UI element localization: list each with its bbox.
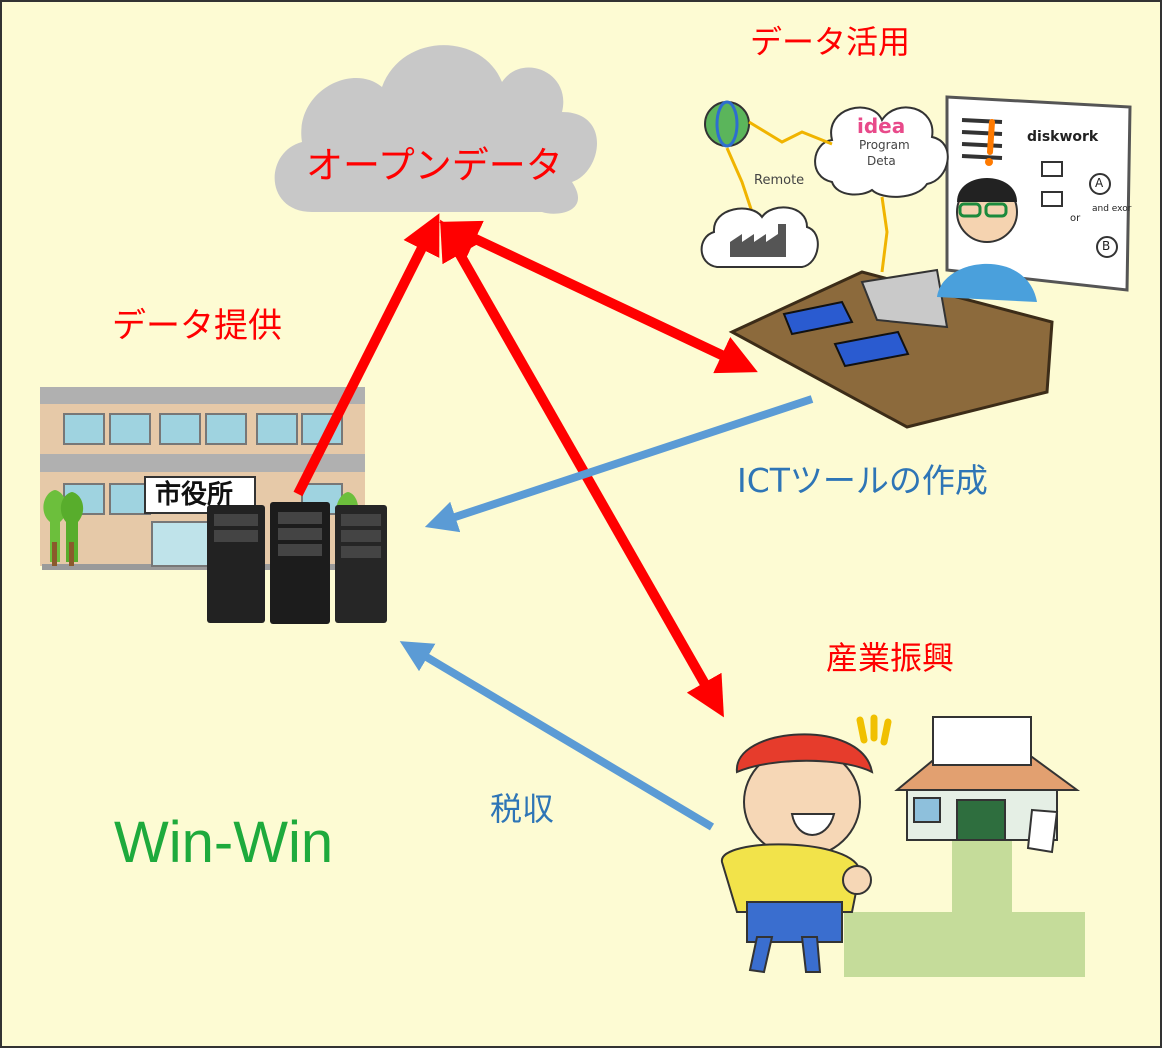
- idea-text: idea: [857, 114, 906, 138]
- node-b-text: B: [1102, 239, 1111, 253]
- shop-icon: [844, 716, 1085, 977]
- tax-arrow: [399, 641, 715, 831]
- data-use-label: データ活用: [750, 23, 911, 61]
- cloud-icon: [274, 45, 597, 214]
- ict-tools-arrow: [424, 395, 814, 533]
- shopkeeper-icon: [721, 714, 892, 974]
- industry-arrow: [440, 219, 724, 718]
- server-rack-icon: [207, 502, 387, 624]
- industry-label: 産業振興: [826, 639, 955, 677]
- win-win-label: Win-Win: [114, 810, 334, 875]
- data-provide-label: データ提供: [112, 306, 282, 346]
- data-provide-arrow: [293, 213, 440, 497]
- or-text: or: [1070, 213, 1081, 224]
- and-exor-text: and exor: [1092, 204, 1132, 214]
- ict-tools-label: ICTツールの作成: [737, 461, 988, 500]
- node-a-text: A: [1095, 176, 1104, 190]
- program-text: Program: [859, 138, 910, 152]
- diskwork-text: diskwork: [1027, 129, 1099, 145]
- deta-text: Deta: [867, 154, 896, 168]
- city-hall-sign: 市役所: [155, 480, 234, 510]
- open-data-label: オープンデータ: [306, 144, 563, 187]
- tax-label: 税収: [490, 790, 555, 828]
- remote-text: Remote: [754, 173, 805, 188]
- programmer-desk-icon: [700, 95, 1132, 429]
